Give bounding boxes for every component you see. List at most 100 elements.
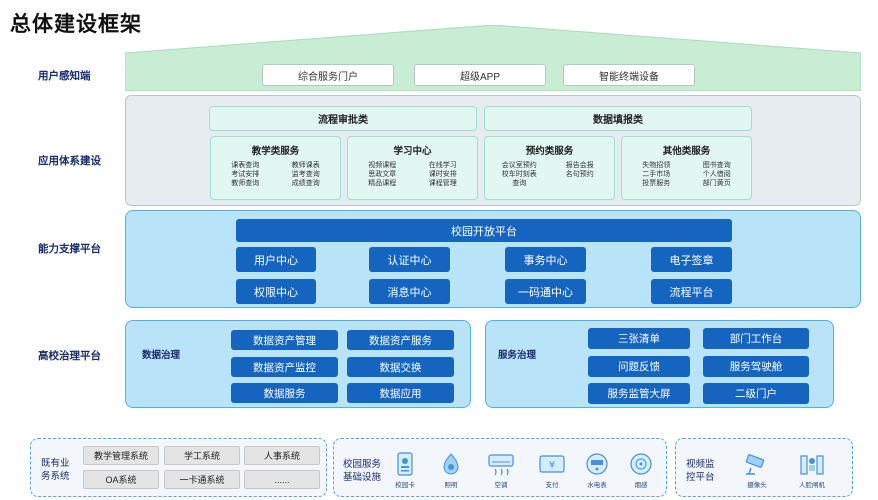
issue-feedback-button[interactable]: 问题反馈 [588,356,690,377]
page-title: 总体建设框架 [10,13,142,36]
service-item: 投票服务 [642,180,671,187]
permission-center-button[interactable]: 权限中心 [236,279,316,304]
layer-label-user: 用户感知端 [38,70,91,82]
service-item: 图书查询 [702,162,731,169]
facility-air-conditioner[interactable]: 空调 [486,452,516,489]
facility-label: 照明 [444,482,458,489]
label-line: 控平台 [686,472,715,483]
other-service-card[interactable]: 其他类服务 失物招领 图书查询 二手市场 个人借阅 投票服务 部门黄页 [621,136,752,200]
system-teaching-mgmt[interactable]: 教学管理系统 [83,446,159,465]
service-item: 考试安排 [231,171,260,178]
department-workbench-button[interactable]: 部门工作台 [703,328,809,349]
label-line: 务系统 [41,471,70,482]
label-line: 既有业 [41,458,70,469]
data-report-bar[interactable]: 数据填报类 [484,106,752,131]
service-item: 名句预约 [565,171,594,178]
video-label: 人脸闸机 [799,482,825,489]
data-asset-service-button[interactable]: 数据资产服务 [347,330,454,350]
facility-campus-card[interactable]: 校园卡 [390,452,420,489]
booking-service-card[interactable]: 预约类服务 会议室预约 报告会报 校车时刻表 名句预约 查询 [484,136,615,200]
system-oa[interactable]: OA系统 [83,470,159,489]
learning-center-card[interactable]: 学习中心 视频课程 在线学习 思政文章 课时安排 精品课程 课程管理 [347,136,478,200]
service-item: 课表查询 [231,162,260,169]
campus-infrastructure-panel [333,438,667,497]
facility-label: 烟感 [634,482,648,489]
service-monitor-screen-button[interactable]: 服务监管大屏 [588,383,690,404]
secondary-portal-button[interactable]: 二级门户 [703,383,809,404]
workflow-platform-button[interactable]: 流程平台 [651,279,732,304]
data-asset-management-button[interactable]: 数据资产管理 [231,330,338,350]
label-line: 基础设施 [343,472,382,483]
service-item: 课程管理 [428,180,457,187]
smoke-detector-icon [630,453,652,475]
card-title: 其他类服务 [662,146,711,157]
process-approval-bar[interactable]: 流程审批类 [209,106,477,131]
svg-text:¥: ¥ [549,460,555,471]
system-hr[interactable]: 人事系统 [244,446,320,465]
legacy-systems-label: 既有业 务系统 [41,457,70,483]
service-cockpit-button[interactable]: 服务驾驶舱 [703,356,809,377]
card-title: 学习中心 [393,146,432,157]
auth-center-button[interactable]: 认证中心 [369,247,450,272]
lighting-icon [443,453,459,475]
e-signature-button[interactable]: 电子签章 [651,247,732,272]
air-conditioner-icon [488,454,514,476]
layer-label-application: 应用体系建设 [38,155,101,167]
video-surveillance-label: 视频监 控平台 [686,458,715,484]
data-application-button[interactable]: 数据应用 [347,383,454,403]
card-title: 教学类服务 [251,146,300,157]
label-line: 校园服务 [343,459,382,470]
service-item: 监考查询 [291,171,320,178]
service-item: 会议室预约 [501,162,537,169]
service-governance-label: 服务治理 [498,350,537,361]
video-camera[interactable]: 摄像头 [740,452,774,489]
service-item: 二手市场 [642,171,671,178]
service-item: 报告会报 [565,162,594,169]
facility-label: 水电表 [587,482,607,489]
service-item: 个人借阅 [702,171,731,178]
data-service-button[interactable]: 数据服务 [231,383,338,403]
three-lists-button[interactable]: 三张清单 [588,328,690,349]
card-title: 预约类服务 [525,146,574,157]
teaching-service-card[interactable]: 教学类服务 课表查询 教师课表 考试安排 监考查询 教师查询 成绩查询 [210,136,341,200]
video-label: 摄像头 [747,482,767,489]
service-item [552,179,609,188]
system-more[interactable]: ...... [244,470,320,489]
facility-lighting[interactable]: 照明 [436,452,466,489]
facility-water-meter[interactable]: 水电表 [582,452,612,489]
facility-payment[interactable]: ¥ 支付 [537,452,567,489]
channel-super-app[interactable]: 超级APP [414,64,546,86]
affairs-center-button[interactable]: 事务中心 [505,247,586,272]
data-governance-label: 数据治理 [142,350,181,361]
facility-label: 支付 [545,482,559,489]
system-student-affairs[interactable]: 学工系统 [164,446,240,465]
service-item: 成绩查询 [291,180,320,187]
one-code-center-button[interactable]: 一码通中心 [505,279,586,304]
data-exchange-button[interactable]: 数据交换 [347,357,454,377]
message-center-button[interactable]: 消息中心 [369,279,450,304]
campus-card-icon [397,452,413,476]
service-item: 部门黄页 [702,180,731,187]
channel-smart-terminal[interactable]: 智能终端设备 [563,64,695,86]
user-center-button[interactable]: 用户中心 [236,247,316,272]
camera-icon [745,454,765,475]
payment-icon: ¥ [539,455,565,473]
facility-label: 空调 [494,482,508,489]
service-item: 精品课程 [368,180,397,187]
water-meter-icon [586,453,608,475]
service-item: 查询 [512,180,527,187]
campus-infrastructure-label: 校园服务 基础设施 [343,458,381,484]
facility-smoke-detector[interactable]: 烟感 [626,452,656,489]
service-item: 在线学习 [428,162,457,169]
service-item: 思政文章 [368,171,397,178]
system-campus-card[interactable]: 一卡通系统 [164,470,240,489]
service-item: 教师课表 [291,162,320,169]
campus-open-platform-button[interactable]: 校园开放平台 [236,219,732,242]
data-asset-monitor-button[interactable]: 数据资产监控 [231,357,338,377]
channel-portal[interactable]: 综合服务门户 [262,64,394,86]
video-face-gate[interactable]: 人脸闸机 [795,452,829,489]
service-item: 教师查询 [231,180,260,187]
service-item: 视频课程 [368,162,397,169]
layer-label-governance: 高校治理平台 [38,350,101,362]
service-item: 失物招领 [642,162,671,169]
